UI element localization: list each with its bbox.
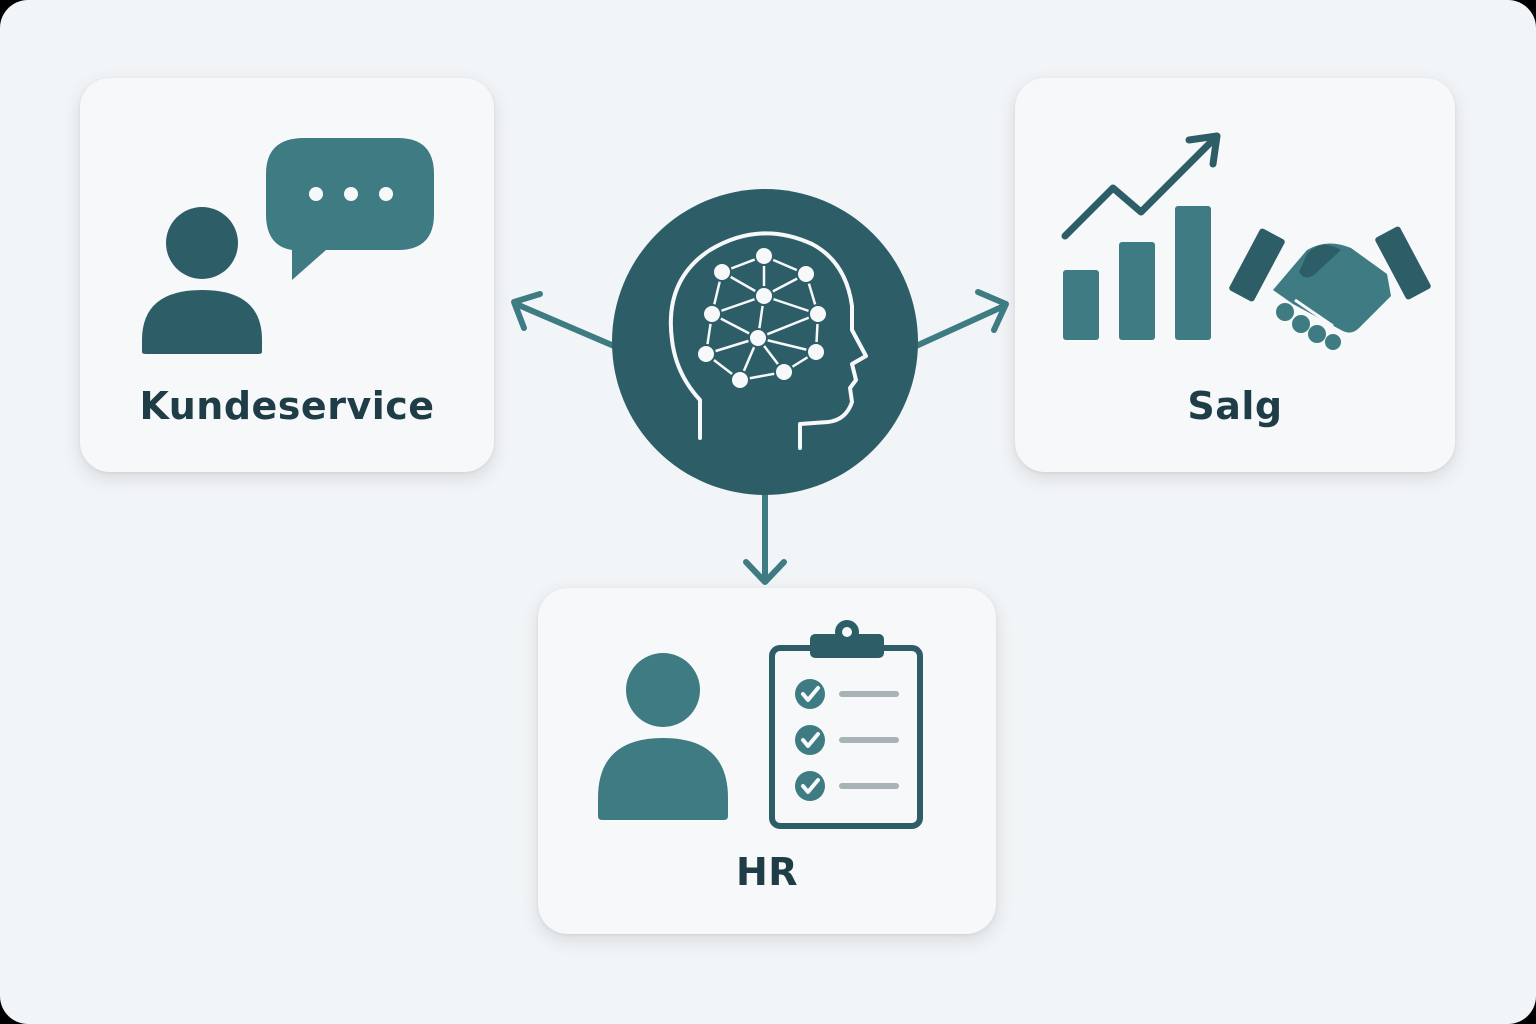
arrow-to-salg [913, 289, 1009, 349]
hr-card: HR [538, 588, 996, 934]
kundeservice-icons [142, 138, 434, 354]
arrow-to-hr [743, 489, 787, 585]
salg-label: Salg [1187, 384, 1283, 428]
arrow-to-kundeservice [511, 291, 617, 349]
kundeservice-card: Kundeservice [80, 78, 494, 472]
person-icon [598, 653, 728, 820]
ai-brain-network-icon [612, 189, 918, 495]
handshake-icon [1229, 226, 1431, 350]
chat-bubble-icon [266, 138, 434, 280]
salg-icons [1061, 132, 1431, 350]
salg-card: Salg [1015, 78, 1455, 472]
growth-chart-icon [1061, 132, 1221, 340]
person-icon [142, 207, 262, 354]
hr-icons [598, 620, 923, 829]
hr-label: HR [735, 850, 799, 894]
kundeservice-label: Kundeservice [139, 384, 435, 428]
checklist-clipboard-icon [769, 620, 923, 829]
